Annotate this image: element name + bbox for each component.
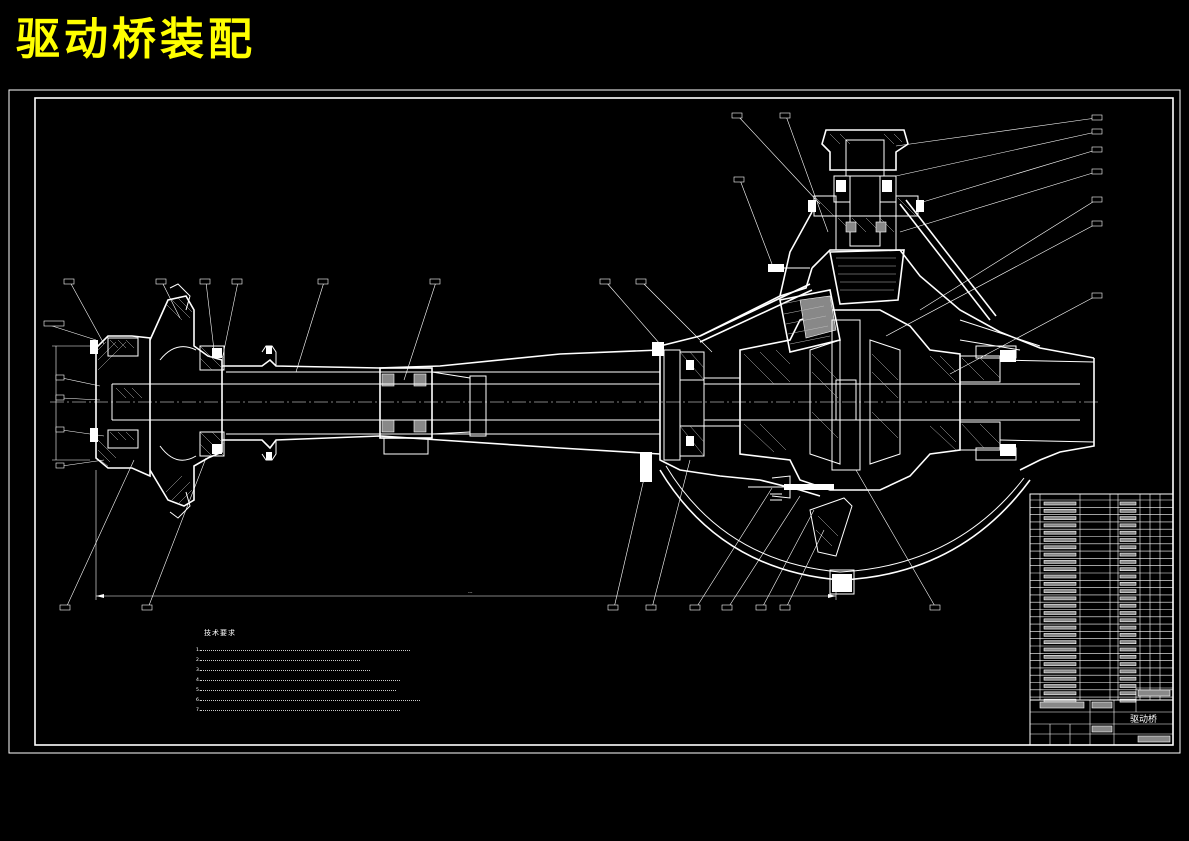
parts-list-cell — [1043, 640, 1077, 645]
parts-list-cell — [1043, 625, 1077, 630]
parts-list-cell — [1119, 508, 1137, 513]
parts-list-cell — [1119, 516, 1137, 520]
parts-list-cell — [1043, 552, 1077, 557]
technical-requirements: 技术要求 1. 2. 3. 4. 5. 6. 7. — [196, 628, 496, 716]
part-leaders — [45, 115, 1097, 609]
parts-list-cell — [1043, 589, 1077, 593]
part-balloons — [43, 112, 1103, 611]
parts-list-cell — [1043, 530, 1077, 535]
requirement-3: 3. — [196, 666, 496, 676]
parts-list-cell — [1043, 662, 1077, 666]
requirement-2: 2. — [196, 656, 496, 666]
parts-list-cell — [1119, 589, 1137, 593]
title-block — [1029, 687, 1174, 746]
parts-list-cell — [1043, 603, 1077, 608]
parts-list-cell — [1119, 538, 1137, 542]
parts-list-cell — [1043, 691, 1077, 696]
main-reducer-pinion — [768, 129, 924, 305]
parts-list-cell — [1043, 508, 1077, 513]
outer-frame — [8, 89, 1181, 754]
parts-list-cell — [1119, 618, 1137, 623]
parts-list-cell — [1119, 654, 1137, 659]
requirement-7: 7. — [196, 706, 496, 716]
parts-list-cell — [1043, 647, 1077, 652]
parts-list-cell — [1043, 545, 1077, 550]
parts-list-cell — [1119, 596, 1137, 601]
drawing-title: 驱动桥装配 — [16, 14, 256, 65]
parts-list — [1029, 493, 1174, 746]
parts-list-cell — [1043, 501, 1077, 506]
half-shaft — [111, 383, 660, 421]
overall-dimension: --- — [52, 345, 837, 600]
parts-list-cell — [1119, 560, 1137, 564]
svg-text:---: --- — [468, 590, 473, 595]
differential-carrier — [640, 199, 1095, 595]
requirement-1: 1. — [196, 646, 496, 656]
title-block-drawing-name: 驱动桥 — [1130, 715, 1158, 725]
parts-list-cell — [1119, 647, 1137, 652]
parts-list-cell — [1119, 676, 1137, 681]
parts-list-cell — [1043, 676, 1077, 681]
inner-frame — [34, 97, 1174, 746]
requirement-5: 5. — [196, 686, 496, 696]
parts-list-cell — [1119, 567, 1137, 572]
axle-housing-left — [222, 345, 661, 461]
parts-list-cell — [1119, 691, 1137, 696]
parts-list-cell — [1119, 581, 1137, 586]
parts-list-cell — [1043, 633, 1077, 637]
parts-list-cell — [1043, 538, 1077, 542]
parts-list-cell — [1119, 552, 1137, 557]
parts-list-cell — [1119, 640, 1137, 645]
parts-list-cell — [1119, 625, 1137, 630]
parts-list-cell — [1119, 530, 1137, 535]
parts-list-cell — [1119, 574, 1137, 579]
parts-list-cell — [1119, 545, 1137, 550]
parts-list-cell — [1043, 560, 1077, 564]
parts-list-cell — [1119, 633, 1137, 637]
parts-list-cell — [1119, 501, 1137, 506]
left-hub-assembly — [90, 283, 225, 519]
parts-list-cell — [1043, 567, 1077, 572]
parts-list-cell — [1119, 611, 1137, 615]
parts-list-cell — [1043, 523, 1077, 528]
parts-list-cell — [1043, 581, 1077, 586]
parts-list-cell — [1119, 523, 1137, 528]
requirement-4: 4. — [196, 676, 496, 686]
parts-list-cell — [1043, 618, 1077, 623]
parts-list-cell — [1043, 611, 1077, 615]
parts-list-cell — [1043, 669, 1077, 674]
parts-list-cell — [1043, 574, 1077, 579]
requirement-6: 6. — [196, 696, 496, 706]
technical-requirements-heading: 技术要求 — [204, 629, 236, 637]
parts-list-cell — [1119, 662, 1137, 666]
parts-list-cell — [1119, 603, 1137, 608]
parts-list-cell — [1119, 669, 1137, 674]
parts-list-cell — [1043, 654, 1077, 659]
parts-list-cell — [1043, 516, 1077, 520]
parts-list-cell — [1043, 684, 1077, 688]
parts-list-cell — [1119, 684, 1137, 688]
parts-list-cell — [1043, 596, 1077, 601]
